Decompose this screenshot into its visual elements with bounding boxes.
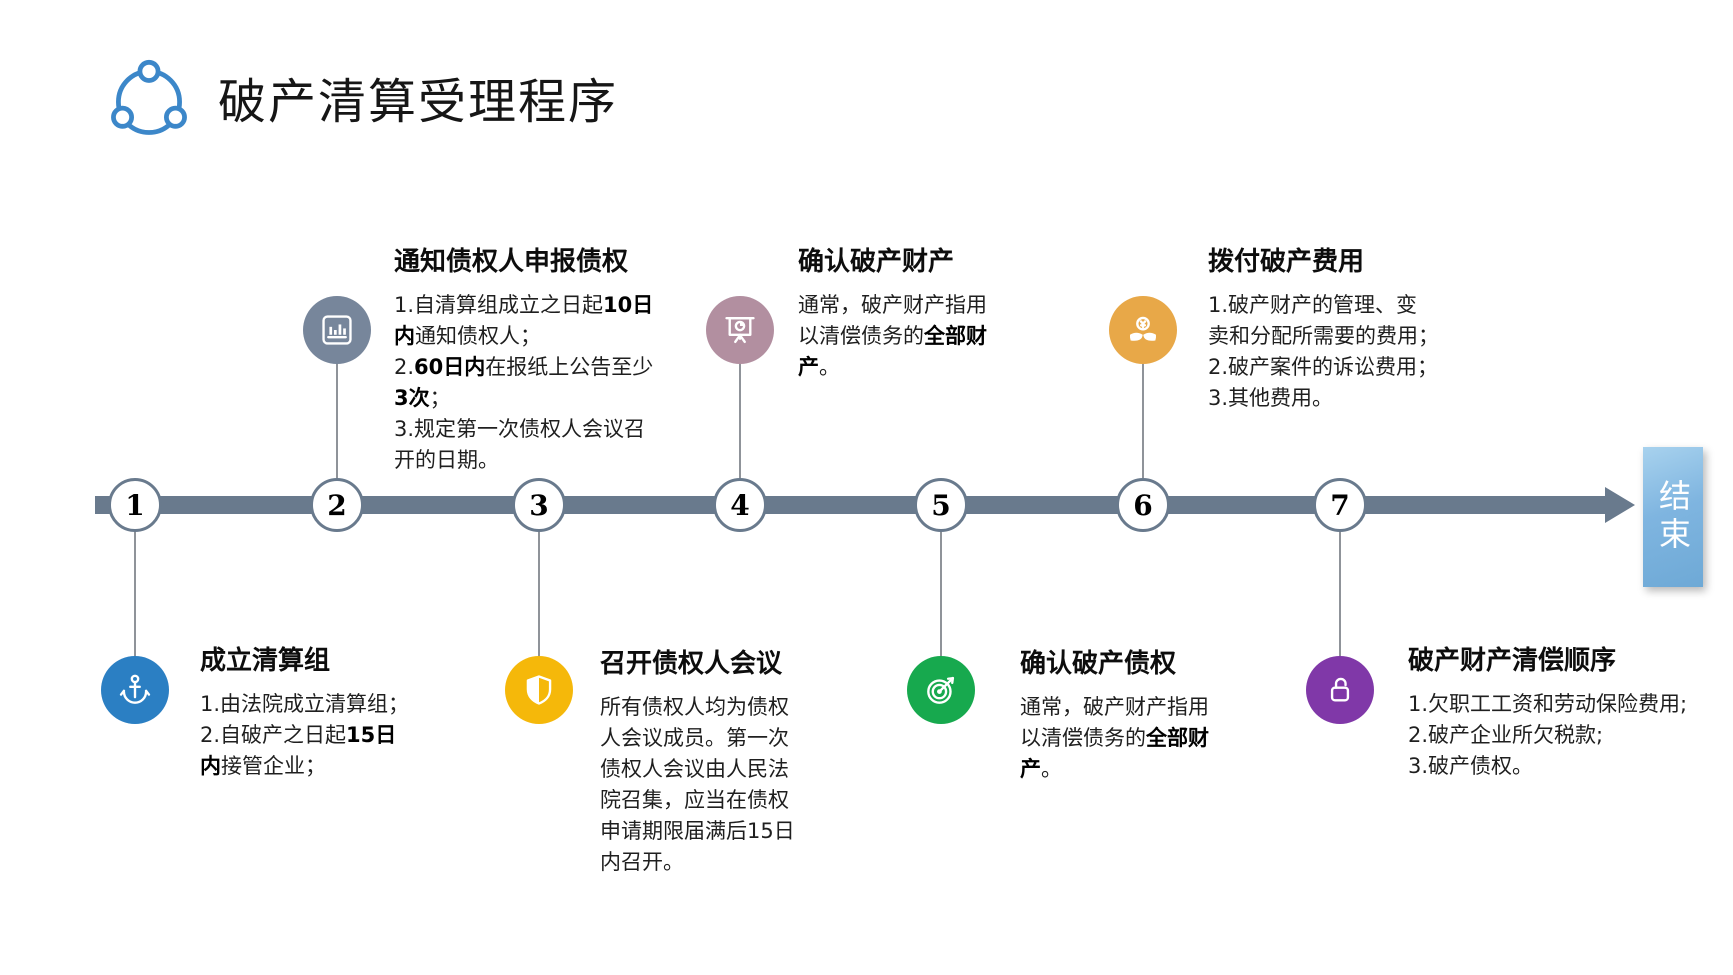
timeline-node-2: 2 — [310, 478, 364, 532]
end-marker: 结束 — [1643, 447, 1703, 587]
timeline-node-4: 4 — [713, 478, 767, 532]
step-heading: 召开债权人会议 — [600, 649, 783, 679]
payment-sprout-icon — [1109, 296, 1177, 364]
step-text-block-3: 召开债权人会议 所有债权人均为债权 人会议成员。第一次 债权人会议由人民法 院召… — [600, 648, 930, 878]
timeline-arrow-icon — [1605, 487, 1635, 523]
connector-line — [134, 530, 136, 657]
connector-line — [940, 530, 942, 657]
node-number: 6 — [1133, 488, 1153, 522]
anchor-icon — [101, 656, 169, 724]
open-lock-icon — [1306, 656, 1374, 724]
share-network-icon — [106, 56, 192, 146]
step-text-block-4: 确认破产财产 通常，破产财产指用 以清偿债务的全部财 产。 — [798, 246, 1128, 383]
timeline-node-6: 6 — [1116, 478, 1170, 532]
step-body: 1.由法院成立清算组； 2.自破产之日起15日 内接管企业； — [200, 692, 410, 778]
timeline-node-1: 1 — [108, 478, 162, 532]
step-body: 通常，破产财产指用 以清偿债务的全部财 产。 — [798, 293, 987, 379]
step-text-block-2: 通知债权人申报债权 1.自清算组成立之日起10日 内通知债权人； 2.60日内在… — [394, 246, 724, 476]
step-body: 所有债权人均为债权 人会议成员。第一次 债权人会议由人民法 院召集，应当在债权 … — [600, 695, 795, 874]
step-body: 通常，破产财产指用 以清偿债务的全部财 产。 — [1020, 695, 1209, 781]
timeline-bar — [95, 496, 1605, 514]
end-marker-label: 结束 — [1654, 479, 1692, 555]
step-body: 1.欠职工工资和劳动保险费用; 2.破产企业所欠税款; 3.破产债权。 — [1408, 692, 1688, 778]
connector-line — [336, 362, 338, 478]
node-number: 5 — [931, 488, 951, 522]
node-number: 3 — [529, 488, 549, 522]
timeline-node-7: 7 — [1313, 478, 1367, 532]
connector-line — [739, 362, 741, 478]
timeline-node-5: 5 — [914, 478, 968, 532]
step-text-block-1: 成立清算组 1.由法院成立清算组； 2.自破产之日起15日 内接管企业； — [200, 645, 530, 782]
node-number: 4 — [730, 488, 750, 522]
shield-icon — [505, 656, 573, 724]
page-title: 破产清算受理程序 — [218, 74, 619, 130]
step-heading: 确认破产财产 — [798, 247, 955, 277]
target-icon — [907, 656, 975, 724]
connector-line — [1339, 530, 1341, 657]
step-text-block-5: 确认破产债权 通常，破产财产指用 以清偿债务的全部财 产。 — [1020, 648, 1350, 785]
bar-chart-icon — [303, 296, 371, 364]
node-number: 1 — [125, 488, 145, 522]
timeline-node-3: 3 — [512, 478, 566, 532]
node-number: 2 — [327, 488, 347, 522]
step-body: 1.自清算组成立之日起10日 内通知债权人； 2.60日内在报纸上公告至少 3次… — [394, 293, 654, 472]
connector-line — [1142, 362, 1144, 478]
connector-line — [538, 530, 540, 657]
step-heading: 成立清算组 — [200, 646, 331, 676]
step-text-block-6: 拨付破产费用 1.破产财产的管理、变 卖和分配所需要的费用； 2.破产案件的诉讼… — [1208, 246, 1538, 414]
step-text-block-7: 破产财产清偿顺序 1.欠职工工资和劳动保险费用; 2.破产企业所欠税款; 3.破… — [1408, 645, 1733, 782]
presentation-chart-icon — [706, 296, 774, 364]
node-number: 7 — [1330, 488, 1350, 522]
step-heading: 通知债权人申报债权 — [394, 247, 629, 277]
step-heading: 破产财产清偿顺序 — [1408, 646, 1617, 676]
step-heading: 确认破产债权 — [1020, 649, 1177, 679]
step-body: 1.破产财产的管理、变 卖和分配所需要的费用； 2.破产案件的诉讼费用； 3.其… — [1208, 293, 1439, 410]
step-heading: 拨付破产费用 — [1208, 247, 1365, 277]
